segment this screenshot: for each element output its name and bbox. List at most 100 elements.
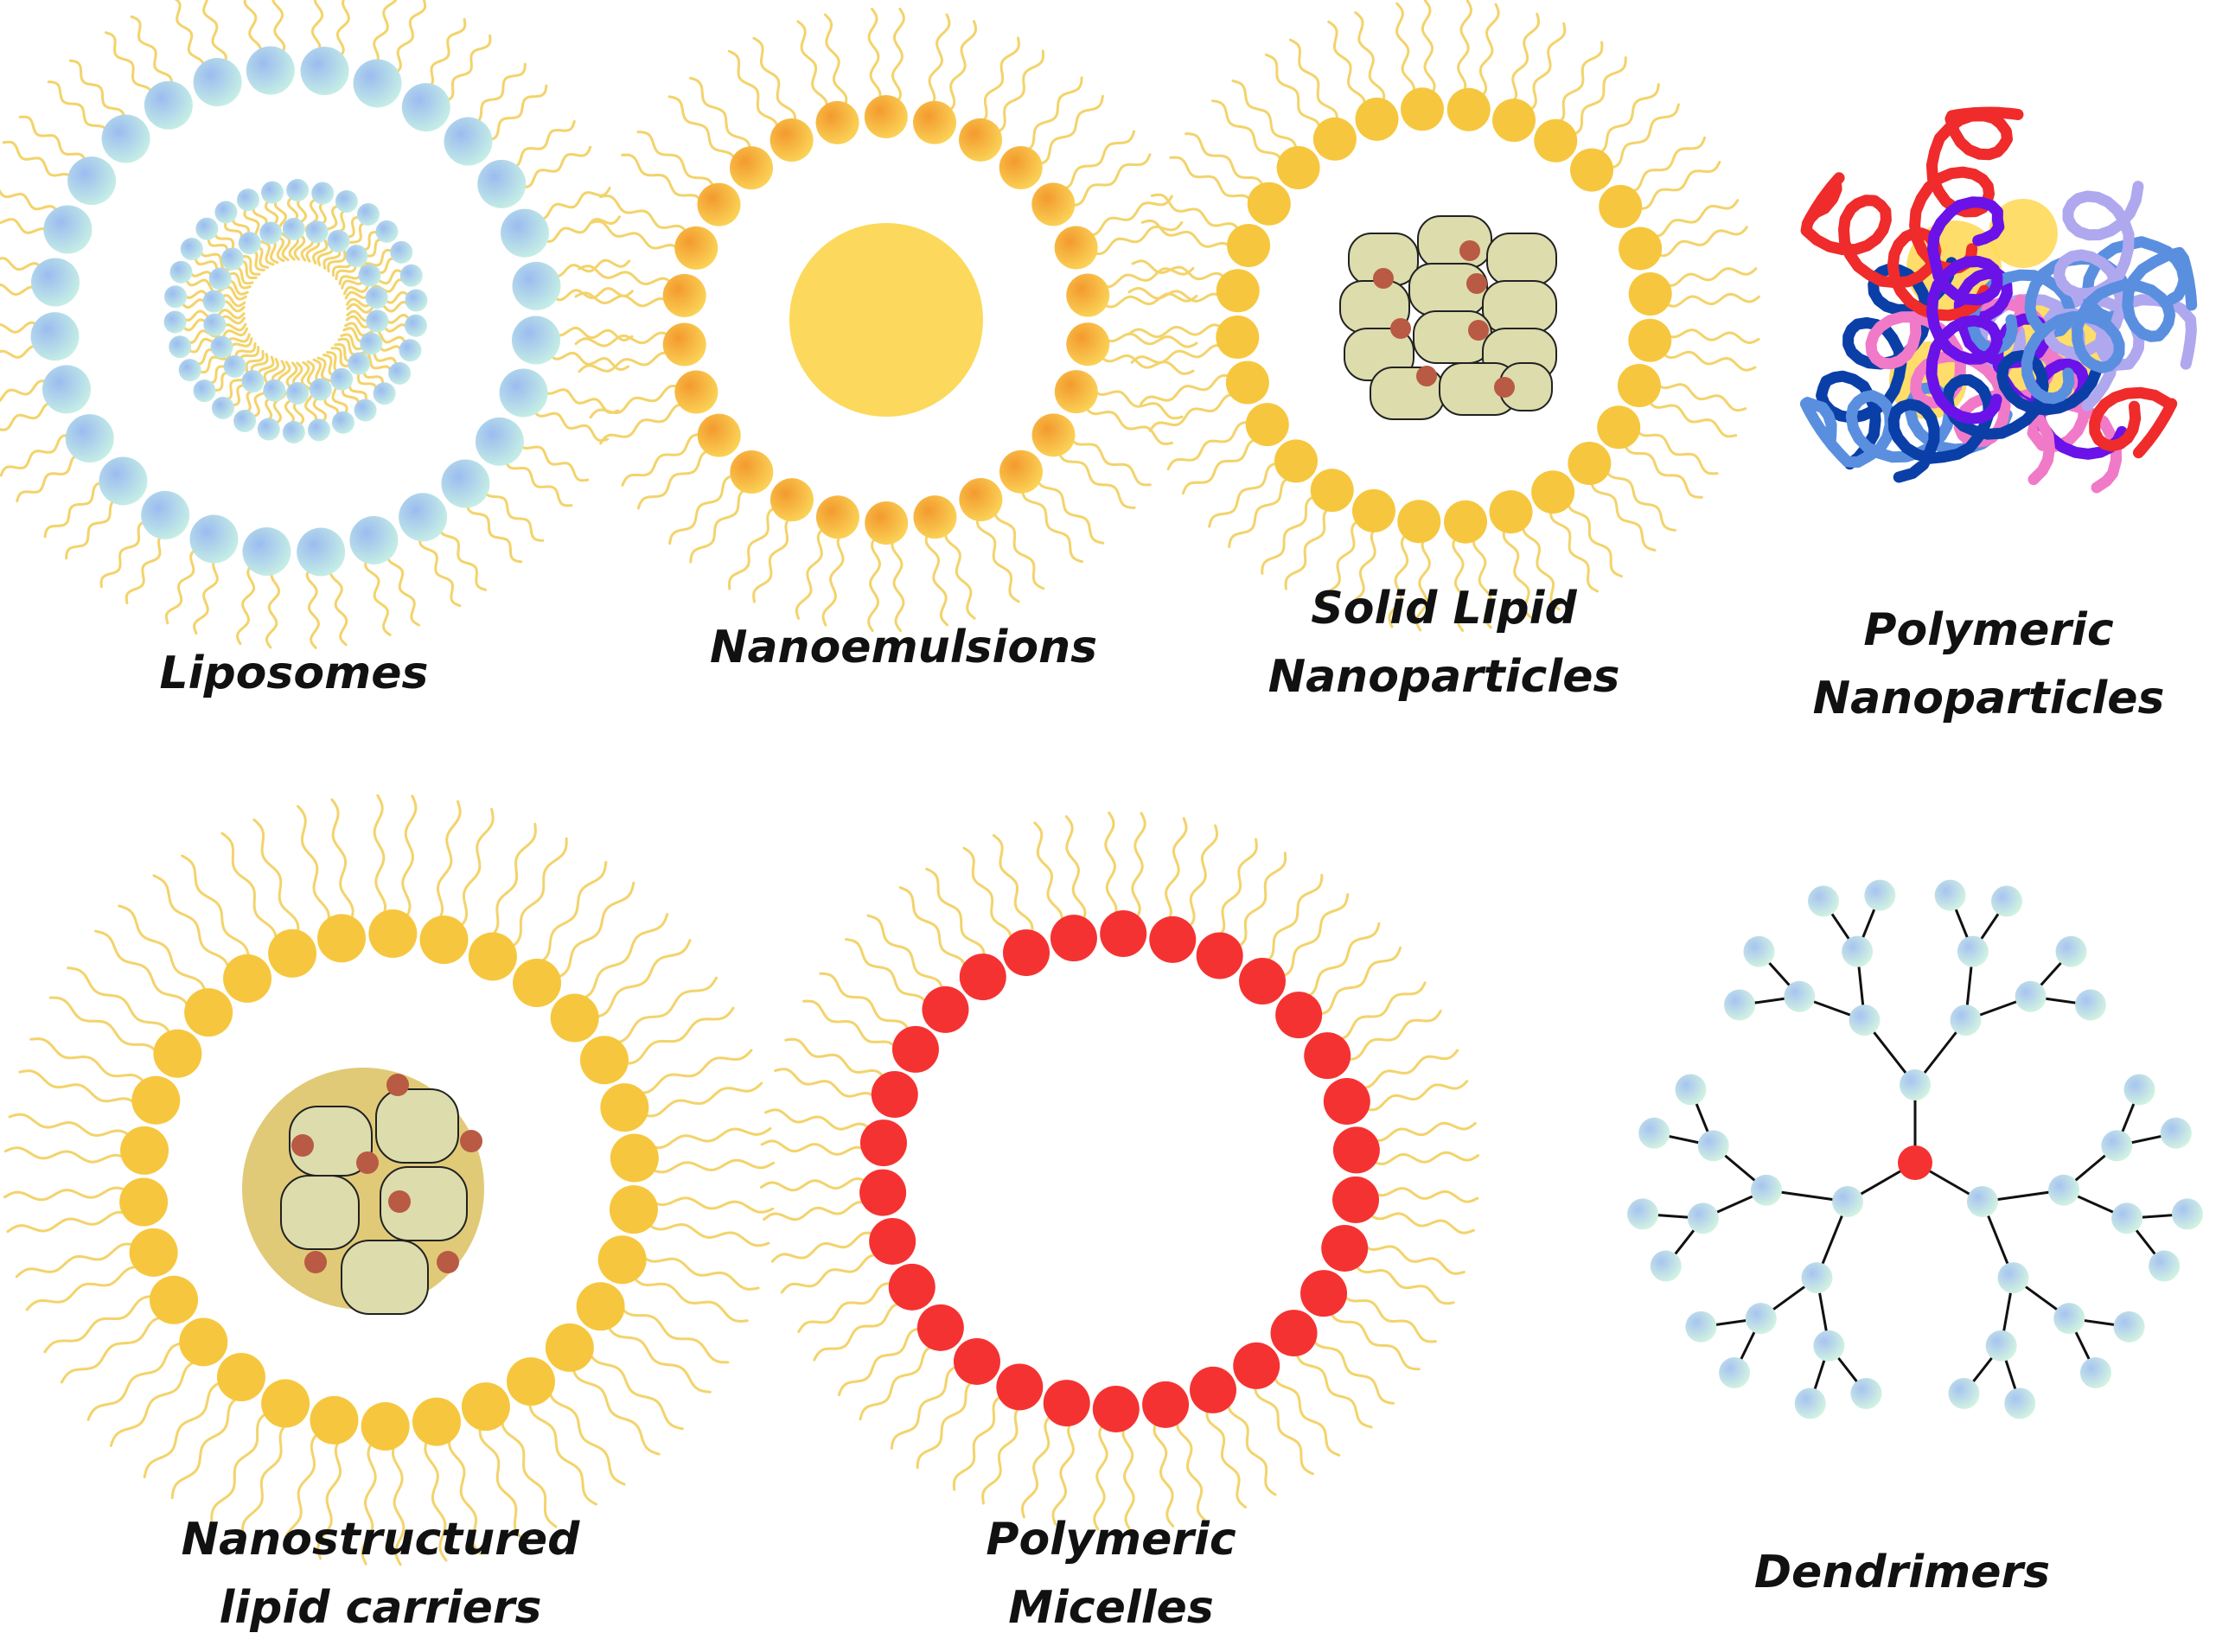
- micelle-polymer-tail: [1033, 821, 1063, 928]
- drug-dot: [1390, 318, 1411, 339]
- micelle-polymer-tail: [763, 1201, 872, 1221]
- emulsifier-head: [815, 495, 859, 539]
- drug-dot: [386, 1074, 409, 1096]
- outer-lipid-layer: [0, 0, 634, 649]
- outer-lipid-tail: [68, 59, 125, 122]
- dendrimer-node: [1794, 1387, 1826, 1419]
- emulsifier-tail: [727, 505, 779, 590]
- micelle-polymer-tail: [1368, 1121, 1477, 1142]
- emulsifier-head: [1054, 226, 1098, 270]
- core-lipid-head: [282, 218, 305, 241]
- nlc-lipid-head: [609, 1185, 658, 1234]
- nlc-lipid-tail: [316, 1435, 344, 1560]
- micelle-polymer-tail: [1153, 1419, 1175, 1528]
- drug-dot: [356, 1151, 379, 1174]
- sln-crystal: [1417, 215, 1492, 269]
- nanoemulsion-illustration: [574, 7, 1198, 633]
- micelle-illustration: [759, 811, 1480, 1532]
- micelle-polymer-head: [953, 1337, 1000, 1385]
- micelle-polymer-head: [859, 1169, 907, 1216]
- nlc-lipid-tail: [48, 996, 161, 1058]
- micelle-polymer-tail: [925, 867, 986, 960]
- nlc-lipid-head: [412, 1397, 461, 1446]
- emulsifier-head: [913, 495, 957, 539]
- sln-lipid-head: [1274, 439, 1318, 483]
- nlc-lipid-tail: [86, 1341, 187, 1421]
- micelle-polymer-tail: [1163, 817, 1188, 925]
- outer-lipid-tail: [0, 257, 44, 271]
- outer-lipid-tail: [43, 482, 106, 539]
- emulsifier-head: [1054, 370, 1098, 414]
- outer-lipid-tail: [392, 0, 427, 75]
- sln-lipid-tail: [1457, 0, 1473, 98]
- nlc-lipid-tail: [630, 1273, 749, 1323]
- dendrimer-node: [1801, 1262, 1833, 1294]
- dendrimer-node: [1990, 885, 2022, 917]
- sln-lipid-tail: [1148, 393, 1241, 432]
- emulsifier-tail: [688, 76, 752, 154]
- nlc-lipid-tail: [591, 939, 692, 1019]
- nlc-lipid-tail: [109, 1359, 202, 1447]
- sln-lipid-tail: [1590, 478, 1657, 552]
- emulsifier-tail: [1090, 386, 1184, 420]
- sln-lipid-tail: [1623, 441, 1703, 499]
- micelle-polymer-tail: [760, 1139, 871, 1156]
- nlc-lipid-tail: [210, 1410, 271, 1523]
- nlc-lipid-tail: [284, 1430, 322, 1553]
- outer-lipid-tail: [265, 565, 281, 649]
- micelle-polymer-tail: [1227, 1396, 1277, 1496]
- inner-lipid-head: [405, 289, 428, 312]
- micelle-polymer-head: [1275, 992, 1323, 1039]
- sln-lipid-head: [1568, 442, 1612, 486]
- nlc-lipid-tail: [457, 807, 495, 930]
- nlc-lipid-head: [600, 1083, 649, 1132]
- inner-lipid-head: [163, 310, 187, 334]
- emulsifier-tail: [578, 265, 674, 286]
- sln-lipid-head: [1446, 87, 1491, 131]
- emulsifier-head: [662, 322, 706, 367]
- outer-lipid-tail: [0, 321, 42, 334]
- nlc-lipid-head: [184, 988, 233, 1037]
- outer-lipid-head: [475, 417, 524, 466]
- dendrimer-nodes: [1627, 879, 2203, 1419]
- emulsifier-tail: [946, 20, 978, 114]
- sln-lipid-tail: [1414, 533, 1431, 632]
- emulsifier-tail: [636, 449, 716, 510]
- drug-dot: [437, 1251, 459, 1273]
- inner-lipid-head: [282, 420, 305, 443]
- nlc-lipid-tail: [3, 1186, 130, 1202]
- micelle-polymer-tail: [1328, 1309, 1421, 1371]
- emulsifier-tail: [1057, 449, 1136, 509]
- sln-lipid-tail: [1567, 496, 1624, 578]
- sln-lipid-head: [1619, 226, 1663, 271]
- sln-lipid-tail: [1647, 199, 1740, 238]
- nlc-lipid-head: [179, 1317, 228, 1367]
- core-lipid-head: [238, 232, 261, 255]
- nlc-lipid-head: [513, 959, 562, 1008]
- inner-lipid-head: [357, 203, 380, 226]
- core-lipid-head: [309, 378, 332, 401]
- dendrimer-node: [1948, 1378, 1980, 1410]
- nlc-lipid-head: [419, 915, 469, 965]
- nlc-lipid-head: [261, 1379, 310, 1428]
- sln-lipid-tail: [1569, 56, 1627, 137]
- dendrimer-node: [1697, 1130, 1729, 1162]
- dendrimer-node: [2149, 1250, 2181, 1282]
- outer-lipid-tail: [18, 115, 87, 165]
- polymer-strand: [1800, 172, 1990, 322]
- outer-lipid-tail: [243, 0, 262, 59]
- nlc-drawing: [3, 794, 776, 1566]
- emulsifier-tail: [668, 474, 738, 545]
- dendrimer-core: [1898, 1145, 1932, 1180]
- micelle-polymer-tail: [1315, 946, 1402, 1016]
- oil-core: [789, 223, 983, 417]
- outer-lipid-tail: [65, 498, 123, 560]
- dendrimer-drawing: [1627, 879, 2203, 1419]
- inner-lipid-head: [286, 179, 310, 202]
- emulsifier-head: [697, 413, 741, 457]
- nlc-lipid-tail: [373, 794, 386, 921]
- micelle-polymer-layer: [759, 811, 1480, 1532]
- dendrimer-illustration: [1600, 847, 2205, 1452]
- core-lipid-head: [203, 313, 227, 336]
- micelle-polymer-tail: [1064, 815, 1087, 924]
